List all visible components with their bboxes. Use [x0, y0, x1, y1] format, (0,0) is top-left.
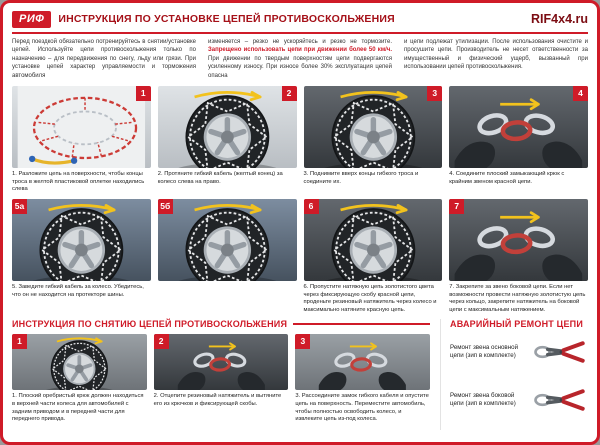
removal-section: ИНСТРУКЦИЯ ПО СНЯТИЮ ЦЕПЕЙ ПРОТИВОСКОЛЬЖ… [12, 319, 430, 430]
repair-caption: Ремонт звена боковой цепи (зип в комплек… [450, 392, 516, 408]
step-number-badge: 5а [12, 198, 27, 214]
intro-col-2: изменяется – резко не ускоряйтесь и резк… [208, 38, 392, 80]
install-steps-row-2: 5а 5. Заведите гибкий кабель за колесо. … [12, 198, 588, 315]
hands-chain-closeup-photo [449, 86, 588, 168]
install-step-5a: 5а 5. Заведите гибкий кабель за колесо. … [12, 198, 151, 315]
step-caption: 2. Протяните гибкий кабель (желтый конец… [157, 170, 283, 185]
intro-col-2-text-tail: При движении по твердым поверхностям цеп… [208, 55, 392, 79]
site-link[interactable]: RIF4x4.ru [531, 12, 588, 26]
step-number-badge: 4 [573, 85, 588, 101]
removal-section-title: ИНСТРУКЦИЯ ПО СНЯТИЮ ЦЕПЕЙ ПРОТИВОСКОЛЬЖ… [12, 319, 288, 330]
step-photo: 2 [153, 334, 289, 391]
step-photo: 4 [449, 85, 588, 168]
step-caption: 1. Плоский оребристый крюк должен находи… [12, 393, 144, 423]
step-caption: 2. Отцепите резиновый натяжитель и вытян… [153, 393, 282, 408]
step-caption: 5. Заведите гибкий кабель за колесо. Убе… [12, 283, 144, 298]
step-photo: 5а [12, 198, 151, 281]
repair-item-main-chain: Ремонт звена основной цепи (зип в компле… [450, 334, 588, 370]
intro-paragraph: Перед поездкой обязательно потренируйтес… [12, 38, 588, 80]
step-caption: 7. Закрепите за звено боковой цепи. Если… [449, 283, 586, 313]
speed-warning-text: Запрещено использовать цепи при движении… [208, 47, 392, 54]
step-caption: 3. Поднимите вверх концы гибкого троса и… [303, 170, 419, 185]
step-caption: 6. Пропустите натяжную цепь золотистого … [303, 283, 437, 313]
repair-item-side-chain: Ремонт звена боковой цепи (зип в комплек… [450, 382, 588, 418]
step-photo: 6 [303, 198, 443, 281]
step-number-badge: 3 [295, 334, 311, 350]
step-number-badge: 1 [135, 85, 151, 101]
header: РИФ ИНСТРУКЦИЯ ПО УСТАНОВКЕ ЦЕПЕЙ ПРОТИВ… [12, 9, 588, 29]
repair-section-title: АВАРИЙНЫЙ РЕМОНТ ЦЕПИ [450, 319, 583, 330]
intro-col-1: Перед поездкой обязательно потренируйтес… [12, 39, 196, 79]
step-number-badge: 3 [427, 85, 443, 101]
pliers-chain-link-icon [532, 334, 588, 370]
wheel-with-chain-photo [304, 86, 443, 168]
pliers-chain-link-icon [532, 382, 588, 418]
removal-section-header: ИНСТРУКЦИЯ ПО СНЯТИЮ ЦЕПЕЙ ПРОТИВОСКОЛЬЖ… [12, 319, 430, 329]
removal-steps-row: 1 1. Плоский оребристый крюк должен нахо… [12, 334, 430, 424]
step-number-badge: 2 [153, 334, 169, 350]
step-number-badge: 7 [449, 198, 465, 214]
step-photo: 5б [157, 198, 297, 281]
install-step-3: 3 3. Поднимите вверх концы гибкого троса… [303, 85, 443, 194]
install-step-7: 7 7. Закрепите за звено боковой цепи. Ес… [449, 198, 588, 315]
step-photo: 1 [12, 85, 151, 168]
step-caption: 3. Рассоедините замок гибкого кабеля и о… [295, 393, 429, 423]
intro-col-3: и цепи подлежат утилизации. После исполь… [404, 39, 588, 71]
install-step-4: 4 4. Соедините плоский замыкающий крюк с… [449, 85, 588, 194]
removal-step-2: 2 2. Отцепите резиновый натяжитель и выт… [153, 334, 289, 424]
hands-chain-closeup-photo [449, 199, 588, 281]
intro-col-2-text: изменяется – резко не ускоряйтесь и резк… [208, 39, 392, 45]
step-photo: 7 [449, 198, 588, 281]
bottom-area: ИНСТРУКЦИЯ ПО СНЯТИЮ ЦЕПЕЙ ПРОТИВОСКОЛЬЖ… [12, 319, 588, 431]
step-photo: 3 [295, 334, 430, 391]
removal-step-3: 3 3. Рассоедините замок гибкого кабеля и… [295, 334, 430, 424]
wheel-with-chain-photo [12, 334, 147, 390]
install-step-6: 6 6. Пропустите натяжную цепь золотистог… [303, 198, 443, 315]
install-step-2: 2 2. Протяните гибкий кабель (желтый кон… [157, 85, 297, 194]
emergency-repair-section: АВАРИЙНЫЙ РЕМОНТ ЦЕПИ Ремонт звена основ… [440, 319, 588, 431]
removal-step-1: 1 1. Плоский оребристый крюк должен нахо… [12, 334, 147, 424]
step-number-badge: 5б [157, 198, 173, 214]
step-caption: 4. Соедините плоский замыкающий крюк с к… [449, 170, 565, 185]
wheel-with-chain-photo [158, 199, 297, 281]
install-step-1: 1 1. Разложите цепь на поверхности, чтоб… [12, 85, 151, 194]
step-photo: 1 [12, 334, 147, 391]
hands-chain-closeup-photo [154, 334, 289, 390]
page-title: ИНСТРУКЦИЯ ПО УСТАНОВКЕ ЦЕПЕЙ ПРОТИВОСКО… [58, 13, 395, 25]
step-photo: 2 [157, 85, 297, 168]
hands-chain-closeup-photo [295, 334, 430, 390]
wheel-with-chain-photo [158, 86, 297, 168]
step-caption: 1. Разложите цепь на поверхности, чтобы … [12, 170, 145, 193]
step-number-badge: 1 [12, 334, 27, 350]
header-divider [12, 32, 588, 34]
install-steps-row-1: 1 1. Разложите цепь на поверхности, чтоб… [12, 85, 588, 194]
removal-title-rule [293, 323, 430, 326]
install-step-5b: 5б [157, 198, 297, 315]
step-number-badge: 6 [303, 198, 319, 214]
step-number-badge: 2 [281, 85, 297, 101]
repair-caption: Ремонт звена основной цепи (зип в компле… [450, 344, 519, 360]
chain-layout-diagram [12, 86, 151, 168]
wheel-with-chain-photo [12, 199, 151, 281]
brand-logo: РИФ [12, 10, 52, 28]
step-photo: 3 [303, 85, 443, 168]
wheel-with-chain-photo [304, 199, 443, 281]
repair-section-header: АВАРИЙНЫЙ РЕМОНТ ЦЕПИ [450, 319, 588, 329]
